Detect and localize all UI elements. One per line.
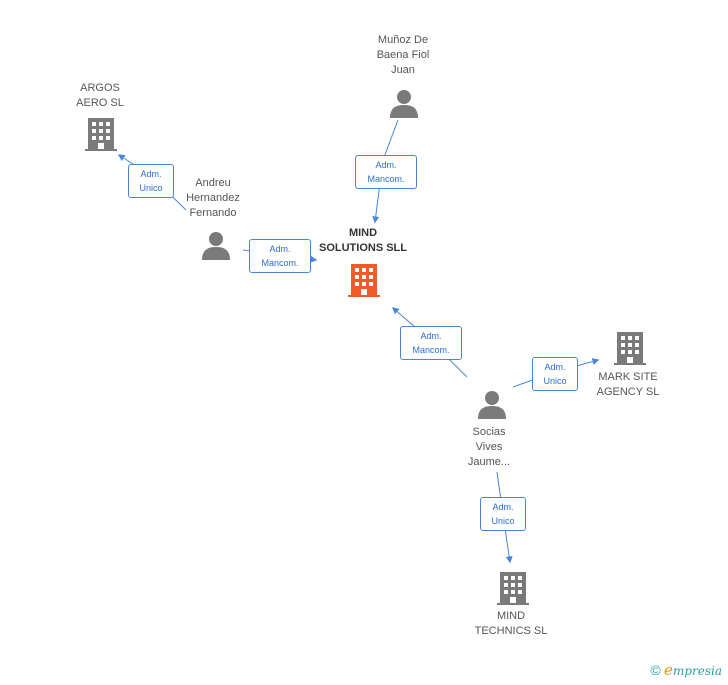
person-icon[interactable] xyxy=(201,230,231,260)
edge-label-munoz-mind[interactable]: Adm. Mancom. xyxy=(355,155,417,189)
node-label-socias: Socias Vives Jaume... xyxy=(467,426,511,468)
node-label-argos: ARGOS AERO SL xyxy=(76,82,124,109)
building-icon[interactable] xyxy=(614,330,646,366)
brand-initial: e xyxy=(664,661,673,679)
person-icon[interactable] xyxy=(477,389,507,419)
copyright-icon: © xyxy=(650,662,661,678)
node-label-mark-site: MARK SITE AGENCY SL xyxy=(596,371,660,398)
building-icon[interactable] xyxy=(85,116,117,152)
node-label-mind-technics: MIND TECHNICS SL xyxy=(474,610,548,637)
edge-label-socias-mark[interactable]: Adm. Unico xyxy=(532,357,578,391)
edge-label-andreu-argos[interactable]: Adm. Unico xyxy=(128,164,174,198)
person-icon[interactable] xyxy=(389,88,419,118)
node-label-munoz: Muñoz De Baena Fiol Juan xyxy=(376,34,430,76)
building-icon[interactable] xyxy=(497,570,529,606)
building-icon[interactable] xyxy=(348,262,380,298)
node-label-mind-solutions: MIND SOLUTIONS SLL xyxy=(319,227,407,254)
edge-label-socias-mind[interactable]: Adm. Mancom. xyxy=(400,326,462,360)
edge-label-andreu-mind[interactable]: Adm. Mancom. xyxy=(249,239,311,273)
node-label-andreu: Andreu Hernandez Fernando xyxy=(186,177,240,219)
brand-footer[interactable]: © empresia xyxy=(650,661,722,679)
edge-label-socias-technics[interactable]: Adm. Unico xyxy=(480,497,526,531)
brand-name: mpresia xyxy=(672,664,722,678)
